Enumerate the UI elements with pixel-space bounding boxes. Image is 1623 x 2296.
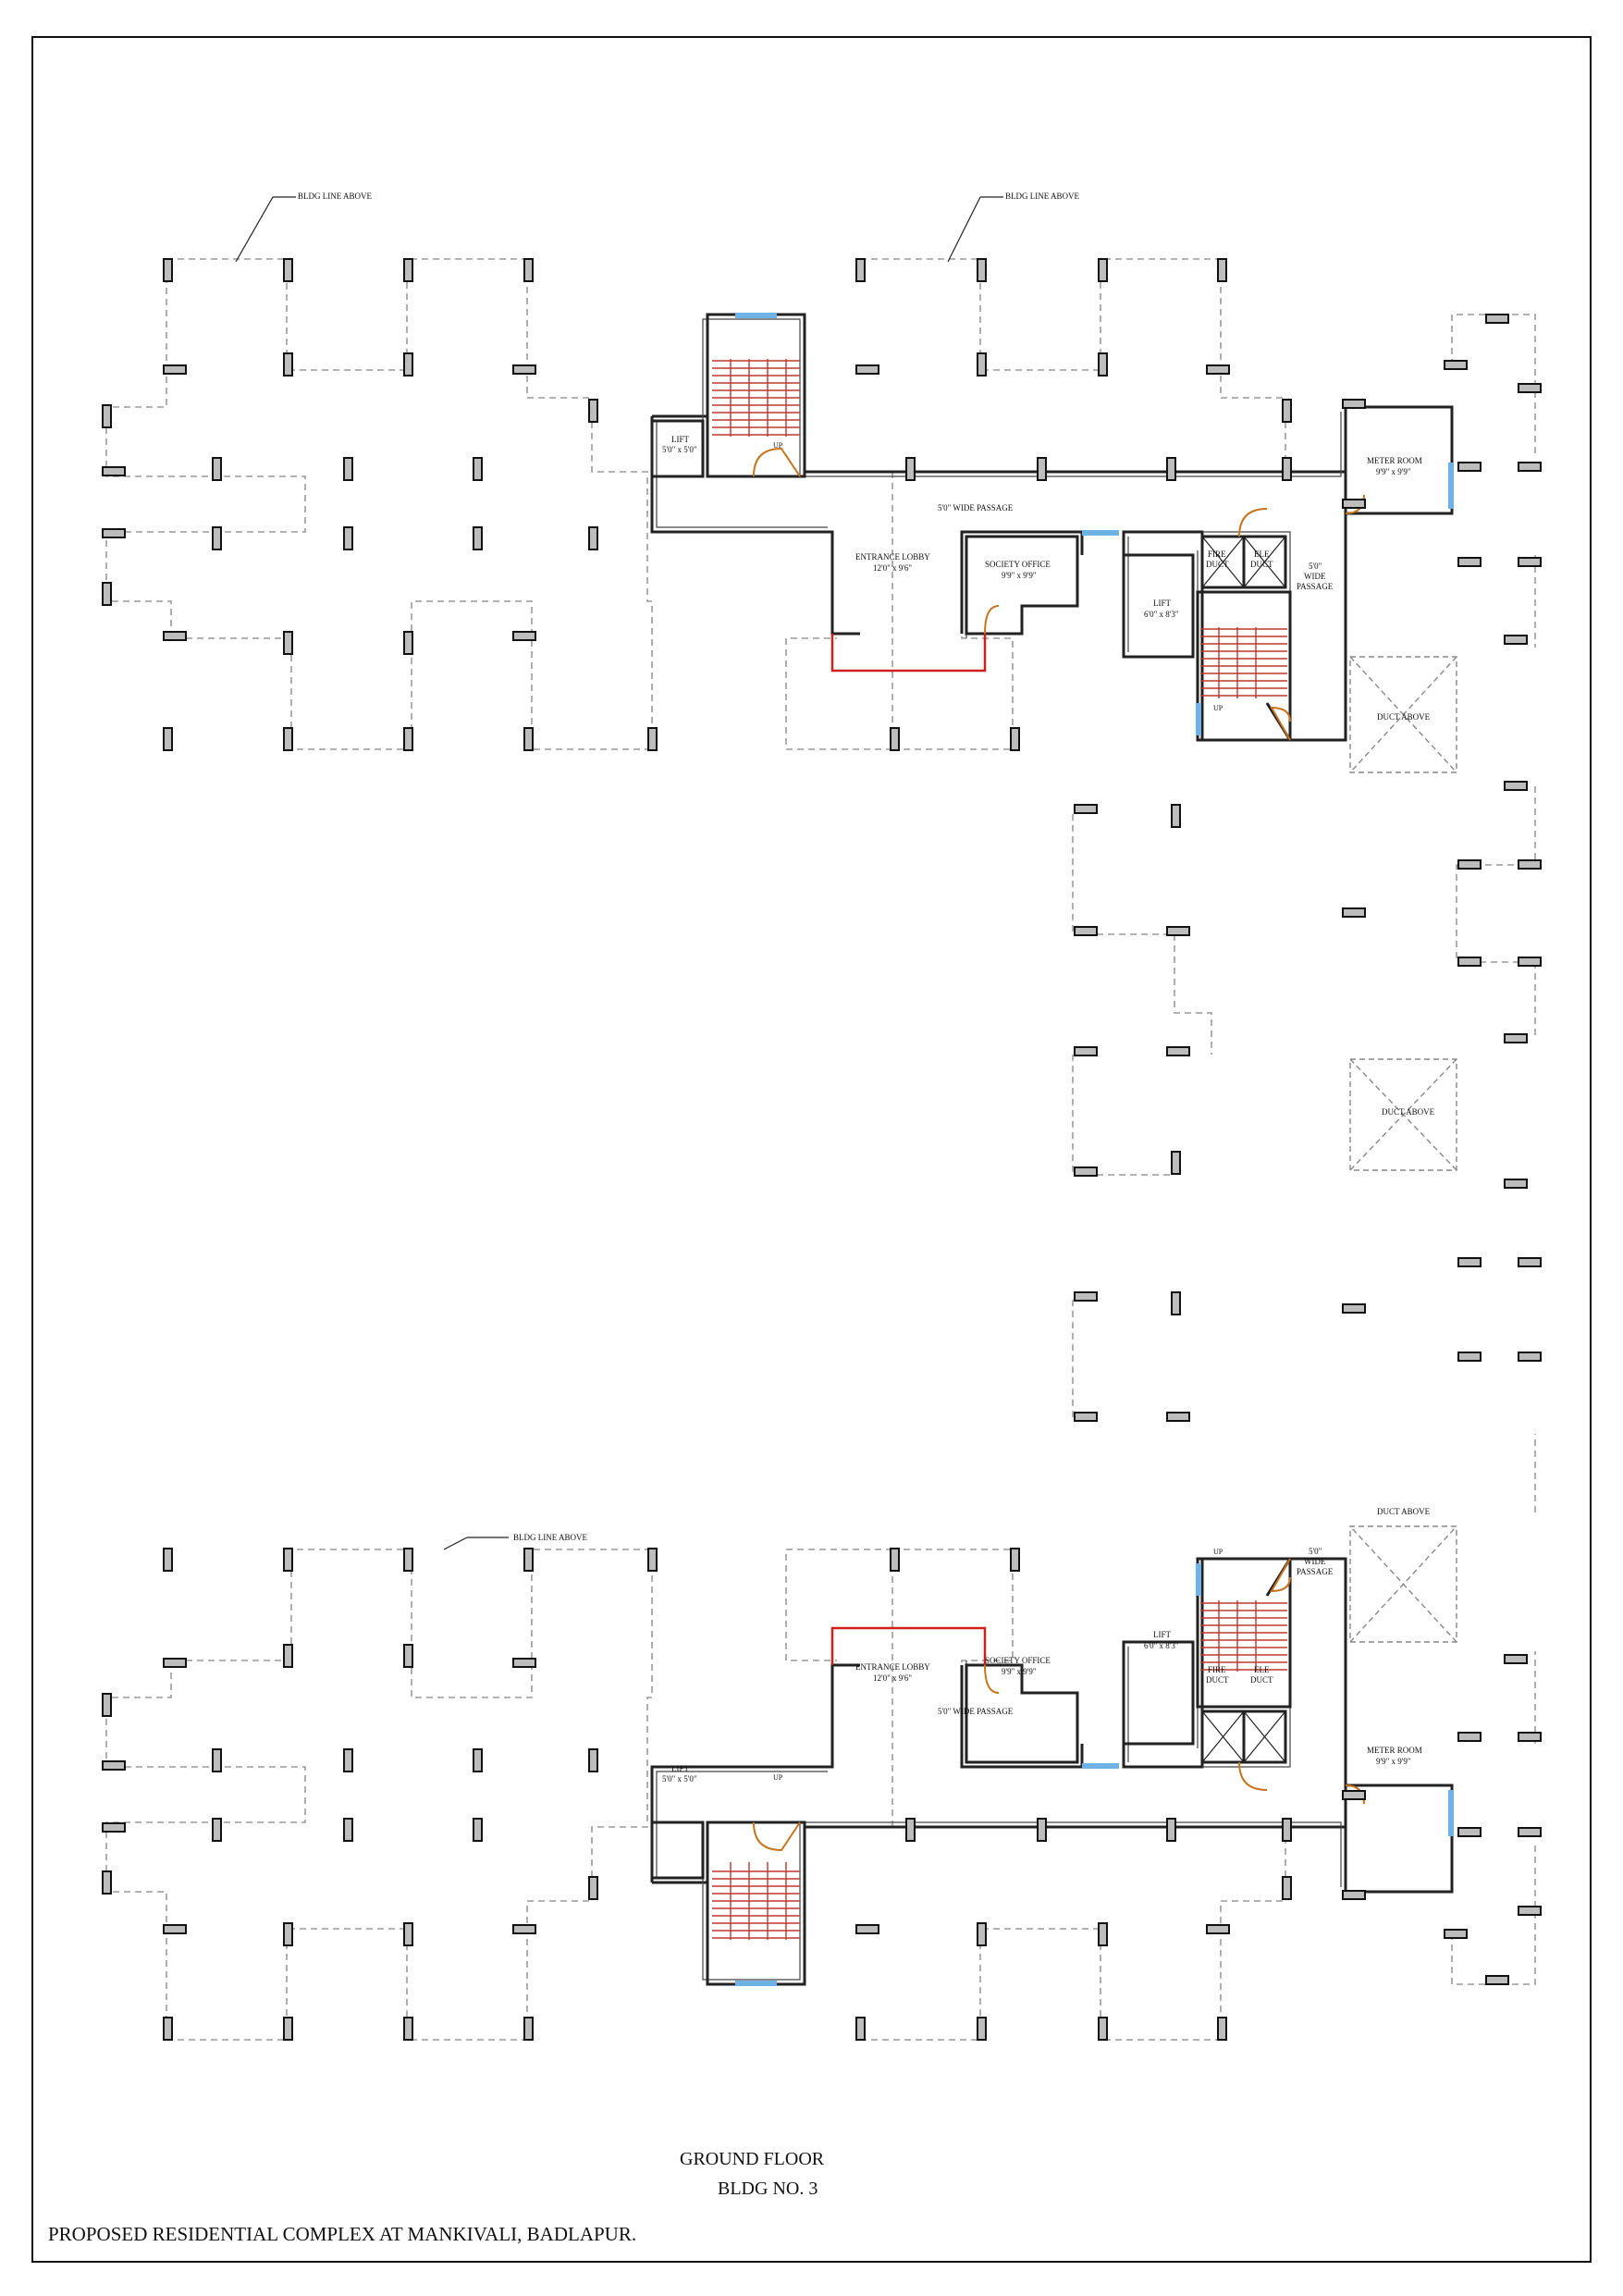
top-side-passage-label: PASSAGE — [1297, 582, 1334, 591]
bottom-lobby-red-outline — [830, 1626, 987, 1665]
bottom-door — [1270, 1558, 1291, 1593]
bottom-fire-duct-label: DUCT — [1206, 1675, 1229, 1685]
top-society-office-label: SOCIETY OFFICE — [985, 560, 1051, 569]
bottom-wing-labels: BLDG LINE ABOVE LIFT 5'0" x 5'0" UP 5'0"… — [513, 1507, 1431, 1784]
bottom-side-passage-label: WIDE — [1304, 1557, 1326, 1566]
bldg-line-above-label: BLDG LINE ABOVE — [1005, 191, 1079, 201]
middle-duct-above-label: DUCT ABOVE — [1382, 1107, 1435, 1117]
bottom-columns — [102, 1548, 1542, 2041]
bottom-small-lift-label: LIFT — [671, 1764, 690, 1773]
top-columns — [102, 258, 1542, 1422]
bottom-large-lift-label: LIFT — [1153, 1630, 1172, 1639]
top-large-lift-size: 6'0" x 8'3" — [1144, 610, 1179, 619]
bottom-small-lift — [650, 1821, 705, 1880]
bottom-wing — [102, 1434, 1542, 2041]
bottom-door — [1238, 1761, 1268, 1791]
top-passage-label: 5'0" WIDE PASSAGE — [938, 503, 1014, 512]
bottom-door — [984, 1664, 1000, 1694]
bottom-fire-duct-label: FIRE — [1208, 1665, 1226, 1674]
top-door — [1238, 508, 1268, 537]
bottom-left-stair-treads — [712, 1862, 800, 1940]
bottom-right-stair-treads — [1200, 1600, 1287, 1672]
top-entrance-lobby-label: ENTRANCE LOBBY — [855, 552, 930, 562]
bottom-large-lift — [1122, 1640, 1195, 1746]
bottom-ele-duct-label: DUCT — [1250, 1675, 1273, 1685]
bottom-up-label: UP — [773, 1773, 783, 1782]
building-number: BLDG NO. 3 — [718, 2179, 818, 2199]
bottom-up-label: UP — [1213, 1548, 1223, 1556]
bottom-right-building-outline — [785, 1549, 1286, 2041]
top-ele-duct-label: DUCT — [1250, 560, 1273, 569]
top-ele-duct-label: ELE — [1254, 549, 1270, 559]
bottom-side-passage-label: 5'0" — [1309, 1547, 1322, 1556]
top-right-stair-treads — [1200, 627, 1287, 698]
top-left-stair-enclosure — [706, 313, 806, 478]
sheet-border — [31, 36, 1592, 2263]
bottom-society-office — [965, 1663, 1079, 1764]
top-door — [1270, 706, 1291, 741]
top-large-lift-label: LIFT — [1153, 599, 1172, 608]
top-duct-above-label: DUCT ABOVE — [1377, 712, 1431, 722]
drawing-title: GROUND FLOOR — [680, 2149, 825, 2169]
top-meter-room-size: 9'9" x 9'9" — [1376, 467, 1411, 476]
top-fire-duct-label: FIRE — [1208, 549, 1226, 559]
top-wing: BLDG LINE ABOVE BLDG LINE ABOVE LIFT 5'0… — [102, 191, 1542, 1422]
bottom-entrance-lobby-label: ENTRANCE LOBBY — [855, 1662, 930, 1672]
bottom-entrance-lobby-size: 12'0" x 9'6" — [873, 1673, 912, 1683]
bottom-door — [753, 1821, 801, 1852]
top-side-passage-label: 5'0" — [1309, 562, 1322, 571]
bottom-core-walls — [650, 1557, 1454, 1986]
top-meter-room-label: METER ROOM — [1367, 456, 1422, 465]
bottom-large-lift-size: 6'0" x 8'3" — [1144, 1641, 1179, 1650]
top-up-label: UP — [1213, 704, 1223, 712]
top-left-stair-treads — [712, 359, 800, 437]
bottom-duct-above — [1349, 1525, 1457, 1643]
bottom-side-passage-label: PASSAGE — [1297, 1567, 1334, 1576]
top-right-building-outline — [785, 258, 1286, 750]
bldg-line-above-label: BLDG LINE ABOVE — [298, 191, 372, 201]
bottom-meter-room — [1344, 1784, 1454, 1894]
bottom-left-stair-enclosure — [706, 1821, 806, 1986]
bottom-duct-above-label: DUCT ABOVE — [1377, 1507, 1431, 1516]
top-core-walls-inner — [656, 318, 1342, 740]
bottom-right-tower-outline — [1451, 1434, 1536, 1985]
bottom-right-stair-enclosure — [1196, 1557, 1292, 1709]
top-core-walls — [650, 313, 1454, 742]
bottom-meter-room-label: METER ROOM — [1367, 1746, 1422, 1755]
bottom-ele-duct — [1242, 1710, 1287, 1764]
top-right-stair-enclosure — [1196, 590, 1292, 742]
bottom-society-office-label: SOCIETY OFFICE — [985, 1656, 1051, 1665]
bottom-meter-room-size: 9'9" x 9'9" — [1376, 1757, 1411, 1766]
bldg-line-above-label: BLDG LINE ABOVE — [513, 1533, 587, 1542]
top-small-lift-label: LIFT — [671, 435, 690, 444]
top-door — [984, 605, 1000, 635]
top-left-building-outline — [105, 258, 653, 750]
top-society-office — [965, 535, 1079, 636]
top-small-lift-size: 5'0" x 5'0" — [662, 445, 697, 454]
top-ele-duct — [1242, 535, 1287, 589]
top-society-office-size: 9'9" x 9'9" — [1002, 571, 1037, 580]
top-door — [753, 447, 801, 477]
bottom-society-office-size: 9'9" x 9'9" — [1002, 1667, 1037, 1676]
top-up-label: UP — [773, 441, 783, 450]
bottom-small-lift-size: 5'0" x 5'0" — [662, 1774, 697, 1784]
bottom-ele-duct-label: ELE — [1254, 1665, 1270, 1674]
top-meter-room — [1344, 405, 1454, 515]
bottom-passage-label: 5'0" WIDE PASSAGE — [938, 1707, 1014, 1716]
top-duct-above — [1349, 656, 1457, 773]
top-lobby-red-outline — [830, 634, 987, 673]
top-entrance-lobby-size: 12'0" x 9'6" — [873, 563, 912, 573]
middle-duct-above — [1349, 1058, 1457, 1171]
bottom-left-building-outline — [105, 1549, 653, 2041]
top-small-lift — [650, 419, 705, 478]
project-title: PROPOSED RESIDENTIAL COMPLEX AT MANKIVAL… — [48, 2223, 636, 2245]
bottom-core-walls-inner — [656, 1559, 1342, 1981]
top-large-lift — [1122, 553, 1195, 659]
top-fire-duct-label: DUCT — [1206, 560, 1229, 569]
top-side-passage-label: WIDE — [1304, 572, 1326, 581]
